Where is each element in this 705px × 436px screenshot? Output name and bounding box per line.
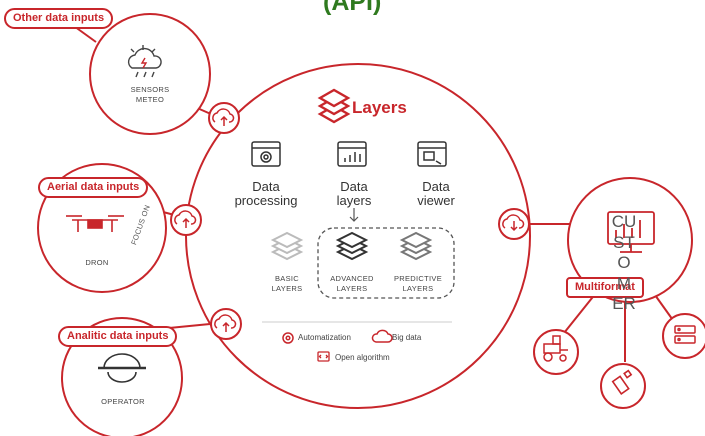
cloud-upload-icon: [210, 308, 242, 340]
analitic-inputs-pill: Analitic data inputs: [58, 326, 178, 347]
level-line1: BASIC: [274, 274, 299, 283]
multiformat-pill: Multiformat: [566, 277, 644, 298]
cloud-download-icon: [498, 208, 530, 240]
cloud-upload-icon: [170, 204, 202, 236]
api-title: (API): [323, 0, 382, 16]
weather-cloud-icon: [127, 45, 162, 78]
basic-layers-icon: [270, 231, 304, 261]
data-layers-label: Data layers: [314, 180, 394, 208]
drone-icon: [66, 215, 124, 232]
monitor-chart-icon: [607, 211, 655, 253]
operator-label: OPERATOR: [101, 397, 145, 406]
cloud-upload-icon: [208, 102, 240, 134]
layers-logo-icon: [317, 88, 351, 124]
tractor-icon: [543, 335, 568, 362]
level-line2: LAYERS: [402, 284, 434, 293]
level-line2: LAYERS: [336, 284, 368, 293]
automatization-label: Automatization: [298, 333, 351, 342]
sensors-circle: [89, 13, 211, 135]
operator-circle: [61, 317, 183, 436]
level-line1: PREDICTIVE: [393, 274, 442, 283]
viewer-window-icon: [417, 141, 447, 167]
server-icon: [674, 325, 696, 344]
big-data-cloud-icon: [371, 329, 393, 343]
tool-line2: layers: [336, 193, 372, 208]
tool-line1: Data: [252, 179, 280, 194]
open-algorithm-label: Open algorithm: [335, 353, 390, 362]
aerial-inputs-pill: Aerial data inputs: [38, 177, 149, 198]
customer-line: ST: [613, 232, 635, 252]
big-data-label: Big data: [392, 333, 422, 342]
tool-line1: Data: [422, 179, 450, 194]
tractor-circle: [533, 329, 579, 375]
tool-line2: processing: [234, 193, 298, 208]
usb-circle: [600, 363, 646, 409]
tool-line2: viewer: [417, 193, 455, 208]
bar-chart-window-icon: [337, 141, 367, 167]
data-processing-label: Data processing: [226, 180, 306, 208]
level-line2: LAYERS: [271, 284, 303, 293]
advanced-predictive-group: [317, 227, 455, 299]
customer-line: CU: [611, 212, 637, 231]
level-line1: ADVANCED: [330, 274, 374, 283]
predictive-layers-icon: [399, 231, 433, 261]
sensors-label-line2: METEO: [135, 95, 165, 104]
other-inputs-pill: Other data inputs: [4, 8, 114, 29]
customer-circle: [567, 177, 693, 303]
customer-line: M: [616, 273, 632, 293]
automation-gear-icon: [282, 332, 294, 344]
usb-drive-icon: [611, 369, 633, 395]
layers-title: Layers: [352, 98, 407, 117]
customer-label: CU ST O M ER: [606, 212, 642, 315]
data-viewer-label: Data viewer: [396, 180, 476, 208]
gear-window-icon: [251, 141, 281, 167]
basic-layers-label: BASIC LAYERS: [257, 274, 317, 294]
sensors-label-line1: SENSORS: [130, 85, 170, 94]
customer-line: O: [617, 253, 631, 272]
code-icon: [317, 351, 330, 362]
advanced-layers-icon: [335, 231, 369, 261]
predictive-layers-label: PREDICTIVE LAYERS: [386, 274, 450, 294]
sensors-label: SENSORS METEO: [120, 85, 180, 105]
advanced-layers-label: ADVANCED LAYERS: [322, 274, 382, 294]
drone-label: DRON: [85, 258, 109, 267]
customer-line: ER: [612, 294, 636, 313]
operator-icon: [98, 353, 146, 383]
down-arrow-icon: [349, 208, 359, 222]
tool-line1: Data: [340, 179, 368, 194]
